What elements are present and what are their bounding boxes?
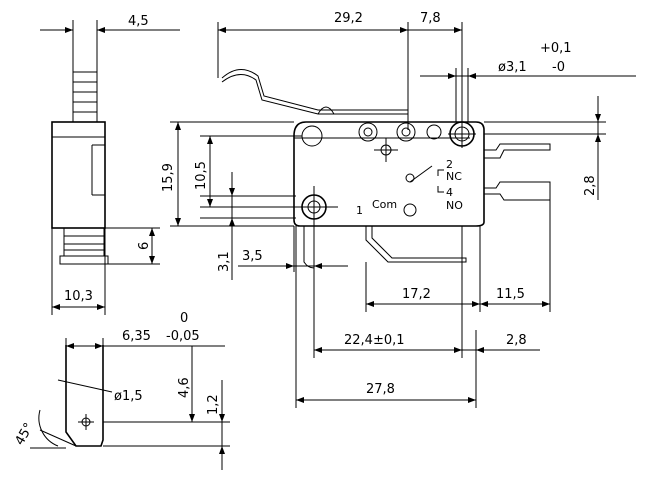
dim-hole-diameter: ø3,1 [498, 60, 527, 75]
dim-tab-hole-pos: 4,6 [177, 377, 192, 398]
side-view: 4,5 6 10,3 [40, 14, 180, 315]
terminal-nc-number: 2 [446, 158, 453, 171]
terminal-com-label: Com [372, 198, 397, 211]
dim-side-width: 10,3 [64, 289, 93, 304]
dim-body-length: 27,8 [366, 382, 395, 397]
dim-mount-edge: 3,1 [217, 251, 232, 272]
dim-chamfer-angle: 45° [12, 421, 37, 448]
tab-detail: 6,35 -0,05 0 ø1,5 4,6 1,2 45° [12, 311, 230, 470]
dim-hole-tol-upper: +0,1 [540, 41, 572, 56]
dim-hole-pitch: 22,4±0,1 [344, 333, 405, 348]
terminal-no-number: 4 [446, 186, 453, 199]
dim-tab-hole-edge: 1,2 [206, 394, 221, 415]
dim-mount-edge-h: 3,5 [242, 249, 263, 264]
dim-pivot-offset: 7,8 [420, 11, 441, 26]
terminal-com-number: 1 [356, 204, 363, 217]
dim-terminal-pitch: 2,8 [506, 333, 527, 348]
terminal-nc-label: NC [446, 170, 462, 183]
dim-hole-tol-lower: -0 [552, 60, 565, 75]
dim-body-height: 15,9 [161, 163, 176, 192]
dim-tab-tol-upper: 0 [180, 311, 188, 326]
dim-terminal-offset-right: 2,8 [583, 175, 598, 196]
dim-terminal-extend: 11,5 [496, 287, 525, 302]
dim-lever-length: 29,2 [334, 11, 363, 26]
terminal-no-label: NO [446, 199, 463, 212]
dim-tab-width: 6,35 [122, 329, 151, 344]
dim-hole-spacing-vertical: 10,5 [194, 161, 209, 190]
front-view: 2 NC 4 NO Com 1 29,2 7,8 ø3,1 -0 [161, 11, 636, 408]
dim-terminal-span: 17,2 [402, 287, 431, 302]
dim-tab-tol-lower: -0,05 [166, 329, 200, 344]
dim-tab-hole: ø1,5 [114, 389, 143, 404]
dim-side-top-width: 4,5 [128, 14, 149, 29]
dim-plunger-height: 6 [137, 242, 152, 250]
